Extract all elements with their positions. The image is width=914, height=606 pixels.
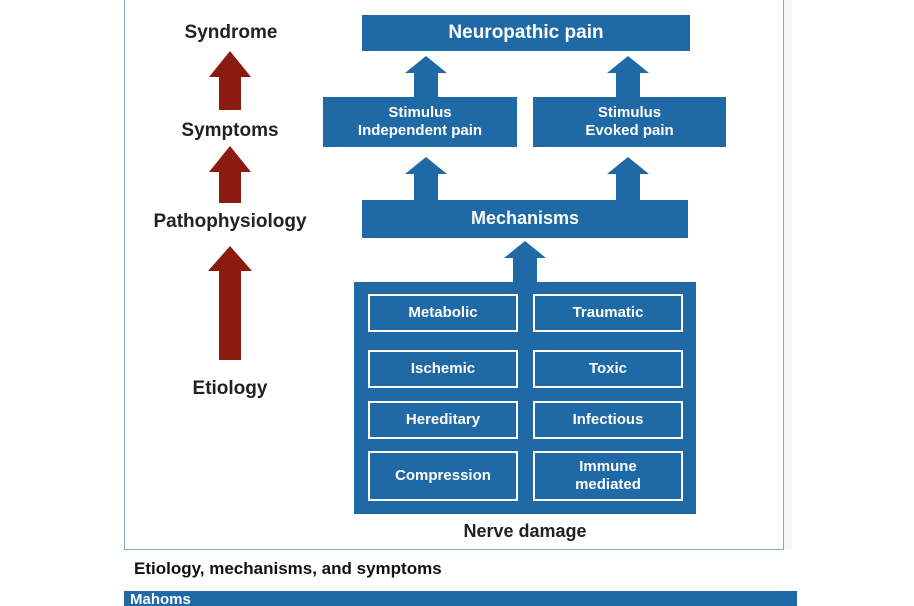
label-pathophysiology: Pathophysiology: [153, 211, 307, 232]
cause-immune-mediated: Immune mediated: [533, 451, 683, 501]
cause-metabolic: Metabolic: [368, 294, 518, 332]
block-arrow-up-icon: [607, 56, 649, 97]
label-etiology: Etiology: [192, 378, 268, 399]
arrow-up-icon: [209, 51, 251, 110]
bottom-bar: Mahoms: [124, 591, 797, 606]
cause-toxic: Toxic: [533, 350, 683, 388]
block-arrow-up-icon: [504, 241, 546, 282]
cause-hereditary: Hereditary: [368, 401, 518, 439]
label-syndrome: Syndrome: [184, 22, 278, 43]
arrow-up-icon: [208, 246, 252, 360]
box-nerve-damage-causes: [354, 282, 696, 514]
label-nerve-damage: Nerve damage: [463, 521, 587, 541]
cause-infectious: Infectious: [533, 401, 683, 439]
block-arrow-up-icon: [405, 56, 447, 97]
box-neuropathic-pain: Neuropathic pain: [362, 15, 690, 51]
cause-traumatic: Traumatic: [533, 294, 683, 332]
label-symptoms: Symptoms: [181, 120, 279, 141]
box-mechanisms: Mechanisms: [362, 200, 688, 238]
box-stimulus-independent-pain: Stimulus Independent pain: [323, 97, 517, 147]
block-arrow-up-icon: [405, 157, 447, 200]
block-arrow-up-icon: [607, 157, 649, 200]
figure-caption: Etiology, mechanisms, and symptoms: [134, 559, 442, 578]
cause-compression: Compression: [368, 451, 518, 501]
box-stimulus-evoked-pain: Stimulus Evoked pain: [533, 97, 726, 147]
arrow-up-icon: [209, 146, 251, 203]
cause-ischemic: Ischemic: [368, 350, 518, 388]
